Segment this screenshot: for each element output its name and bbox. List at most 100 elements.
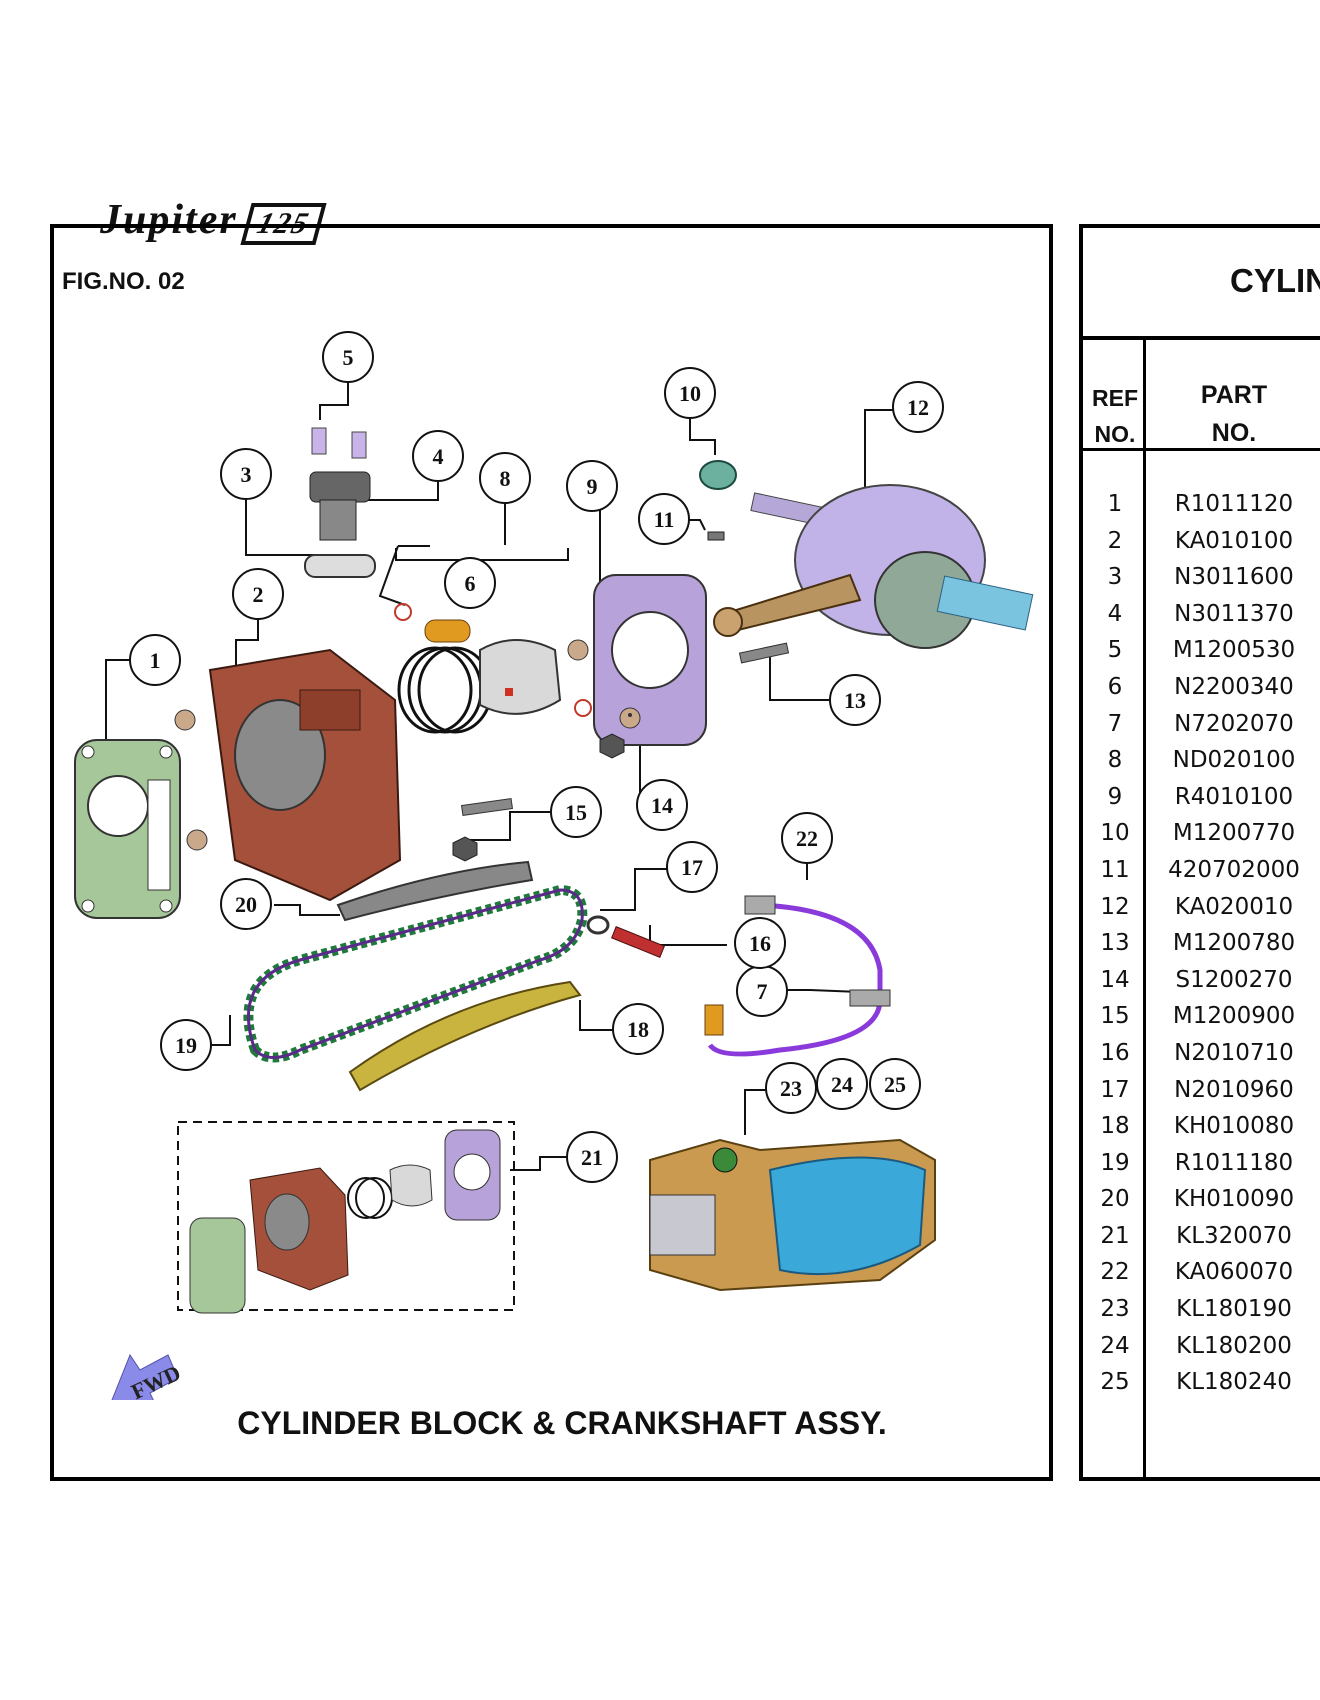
row-ref: 20	[1100, 1186, 1130, 1213]
row-part-number: M1200530	[1172, 637, 1296, 664]
callout-circle	[892, 381, 944, 433]
row-part-number: N2010960	[1174, 1076, 1294, 1103]
callout-number: 3	[241, 462, 252, 487]
temperature-sensor-wire	[704, 895, 891, 1057]
callout-number: 11	[654, 507, 675, 532]
column-header-ref: REF NO.	[1084, 380, 1146, 452]
column-header-part-line1: PART	[1200, 381, 1268, 409]
callout-circle	[816, 1058, 868, 1110]
callout-number: 14	[651, 793, 673, 818]
callout-13: 13	[829, 674, 881, 726]
tensioner-bolts	[311, 427, 367, 459]
callout-number: 1	[150, 648, 161, 673]
cam-chain-tensioner	[309, 471, 371, 541]
row-ref: 3	[1107, 564, 1123, 591]
row-ref: 2	[1107, 527, 1123, 554]
callout-circle	[479, 452, 531, 504]
table-header-divider	[1079, 448, 1320, 451]
guide-bolt	[610, 926, 666, 958]
row-part-number: R1011120	[1174, 491, 1294, 517]
callout-circle	[734, 917, 786, 969]
row-ref: 15	[1100, 1003, 1130, 1030]
callout-number: 25	[884, 1072, 906, 1097]
callout-number: 9	[587, 474, 598, 499]
row-part-number: M1200780	[1172, 930, 1296, 957]
row-part-number: KL320070	[1176, 1222, 1292, 1249]
callout-circle	[666, 841, 718, 893]
callout-number: 18	[627, 1017, 649, 1042]
row-ref: 4	[1107, 600, 1123, 627]
callout-circle	[829, 674, 881, 726]
callout-number: 4	[433, 444, 444, 469]
row-part-number: R1011180	[1174, 1149, 1294, 1176]
row-ref: 25	[1100, 1369, 1130, 1396]
column-header-part: PART NO.	[1148, 376, 1320, 452]
row-part-number: KH010080	[1173, 1113, 1295, 1140]
callout-circle	[566, 1131, 618, 1183]
row-part-number: KA020010	[1174, 893, 1294, 920]
callout-circle	[220, 448, 272, 500]
row-part-number: KL180200	[1176, 1332, 1292, 1359]
callout-14: 14	[636, 779, 688, 831]
callout-4: 4	[412, 430, 464, 482]
forward-arrow-icon: FWD	[111, 1353, 184, 1400]
row-ref: 10	[1100, 820, 1130, 847]
callout-17: 17	[666, 841, 718, 893]
callout-6: 6	[444, 557, 496, 609]
column-header-ref-line2: NO.	[1094, 421, 1136, 447]
callout-22: 22	[781, 812, 833, 864]
callout-9: 9	[566, 460, 618, 512]
table-divider	[1079, 336, 1320, 340]
callout-number: 13	[844, 688, 866, 713]
row-ref: 9	[1107, 783, 1123, 810]
callout-circle	[765, 1062, 817, 1114]
cylinder-block	[174, 648, 402, 902]
callout-circle	[444, 557, 496, 609]
row-ref: 22	[1100, 1259, 1130, 1286]
callout-21: 21	[566, 1131, 618, 1183]
row-part-number: KA010100	[1174, 527, 1294, 554]
parts-table	[1079, 224, 1320, 1481]
stud-and-nuts	[452, 733, 625, 862]
row-ref: 18	[1100, 1113, 1130, 1140]
callout-1: 1	[129, 634, 181, 686]
column-header-ref-line1: REF	[1092, 385, 1138, 411]
callout-number: 20	[235, 892, 257, 917]
callout-2: 2	[232, 568, 284, 620]
callout-number: 8	[500, 466, 511, 491]
callout-number: 10	[679, 381, 701, 406]
row-part-number: KL180240	[1176, 1369, 1292, 1396]
callout-7: 7	[736, 965, 788, 1017]
parts-table-title: CYLIN	[1230, 262, 1320, 299]
callout-number: 23	[780, 1076, 802, 1101]
row-ref: 23	[1100, 1296, 1130, 1323]
callout-circle	[636, 779, 688, 831]
sealing-washer	[586, 915, 610, 935]
row-part-number: KH010090	[1173, 1186, 1295, 1213]
callout-circle	[566, 460, 618, 512]
callout-number: 22	[796, 826, 818, 851]
row-ref: 17	[1100, 1076, 1130, 1103]
callout-circle	[612, 1003, 664, 1055]
logo-text: Jupiter	[100, 197, 238, 243]
table-column-divider	[1143, 338, 1146, 1481]
callout-number: 24	[831, 1072, 853, 1097]
callout-number: 12	[907, 395, 929, 420]
callout-18: 18	[612, 1003, 664, 1055]
tensioner-guide	[336, 860, 534, 922]
cylinder-base-gasket	[593, 574, 707, 746]
callout-number: 2	[253, 582, 264, 607]
row-part-number: N3011600	[1174, 564, 1294, 591]
row-ref: 7	[1107, 710, 1123, 737]
chain-guide	[348, 980, 582, 1092]
row-ref: 11	[1100, 856, 1130, 883]
tensioner-gasket	[304, 554, 376, 578]
callout-10: 10	[664, 367, 716, 419]
row-part-number: R4010100	[1174, 783, 1294, 810]
row-ref: 5	[1107, 637, 1123, 664]
callout-circle	[322, 331, 374, 383]
row-ref: 12	[1100, 893, 1130, 920]
callout-20: 20	[220, 878, 272, 930]
oil-seal	[699, 460, 737, 490]
